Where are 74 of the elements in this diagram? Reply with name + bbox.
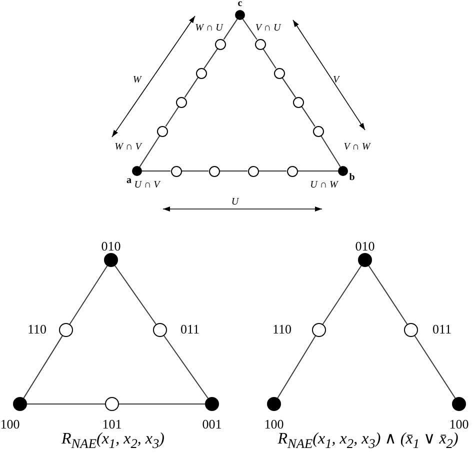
set-label: U	[231, 196, 239, 208]
vertex-label: 011	[180, 322, 200, 336]
open-circle	[208, 166, 220, 176]
connector-line	[69, 265, 108, 325]
connector-line	[301, 106, 316, 127]
open-circle	[215, 38, 226, 50]
connector-line	[139, 135, 160, 168]
vertex-dot	[452, 397, 466, 411]
set-label: U ∩ W	[310, 180, 338, 190]
vertex-label: 100	[264, 418, 284, 430]
connector-line	[204, 48, 218, 69]
open-circle	[312, 126, 324, 136]
vertex-dot	[358, 253, 372, 267]
vertex-dot	[338, 166, 348, 176]
formula-caption: R$_{NAE}$(x$_{1}$, x$_{2}$, x$_{3}$) ∧ (x̄$_{1}$ ∨ x̄$_{2}$)	[278, 430, 458, 452]
vertex-dot	[235, 10, 245, 20]
vertex-label: b	[349, 173, 355, 183]
connector-line	[164, 335, 208, 399]
vertex-label: 110	[27, 322, 47, 336]
connector-line	[320, 135, 341, 168]
open-circle	[293, 96, 304, 108]
connector-line	[142, 170, 171, 172]
connector-line	[414, 335, 456, 399]
set-label: W ∩ V	[114, 142, 142, 152]
connector-line	[262, 48, 276, 69]
open-circle	[153, 323, 167, 337]
formula-caption: R$_{NAE}$(x$_{1}$, x$_{2}$, x$_{3}$)	[62, 430, 164, 452]
set-label: W	[132, 74, 142, 86]
open-circle	[176, 96, 188, 108]
set-label: V	[332, 74, 340, 86]
connector-line	[258, 170, 287, 172]
connector-line	[114, 265, 156, 325]
vertex-dot	[13, 397, 27, 411]
open-circle	[286, 166, 298, 176]
set-label: V ∩ W	[344, 142, 370, 152]
vertex-label: 100	[0, 418, 20, 430]
vertex-label: 010	[101, 240, 121, 252]
vertex-dot	[104, 253, 118, 267]
connector-line	[223, 18, 238, 40]
connector-line	[23, 335, 63, 399]
vertex-label: c	[238, 0, 242, 9]
connector-line	[368, 265, 408, 325]
open-circle	[248, 166, 258, 176]
connector-line	[184, 77, 198, 98]
set-label: V ∩ U	[255, 22, 281, 34]
connector-line	[277, 335, 316, 399]
vertex-label: 101	[102, 418, 122, 430]
connector-line	[297, 170, 338, 172]
vertex-label: 100	[449, 418, 469, 430]
connector-line	[242, 18, 258, 40]
open-circle	[59, 323, 73, 337]
vertex-dot	[205, 397, 219, 411]
vertex-label: a	[126, 176, 132, 186]
open-circle	[170, 166, 182, 176]
open-circle	[196, 68, 206, 78]
vertex-label: 011	[432, 322, 452, 336]
connector-line	[282, 77, 296, 98]
set-label: W ∩ U	[195, 22, 223, 34]
vertex-label: 110	[272, 322, 292, 336]
open-circle	[274, 68, 284, 78]
connector-line	[181, 170, 209, 172]
open-circle	[404, 323, 418, 337]
connector-line	[219, 170, 248, 172]
set-label: U ∩ V	[134, 180, 160, 190]
vertex-label: 001	[202, 418, 222, 430]
vertex-label: 010	[355, 240, 375, 252]
open-circle	[105, 397, 119, 411]
vertex-dot	[267, 397, 281, 411]
open-circle	[312, 323, 326, 337]
open-circle	[157, 126, 168, 136]
open-circle	[254, 38, 266, 50]
connector-line	[165, 106, 180, 127]
vertex-dot	[132, 166, 142, 176]
connector-line	[322, 265, 362, 325]
